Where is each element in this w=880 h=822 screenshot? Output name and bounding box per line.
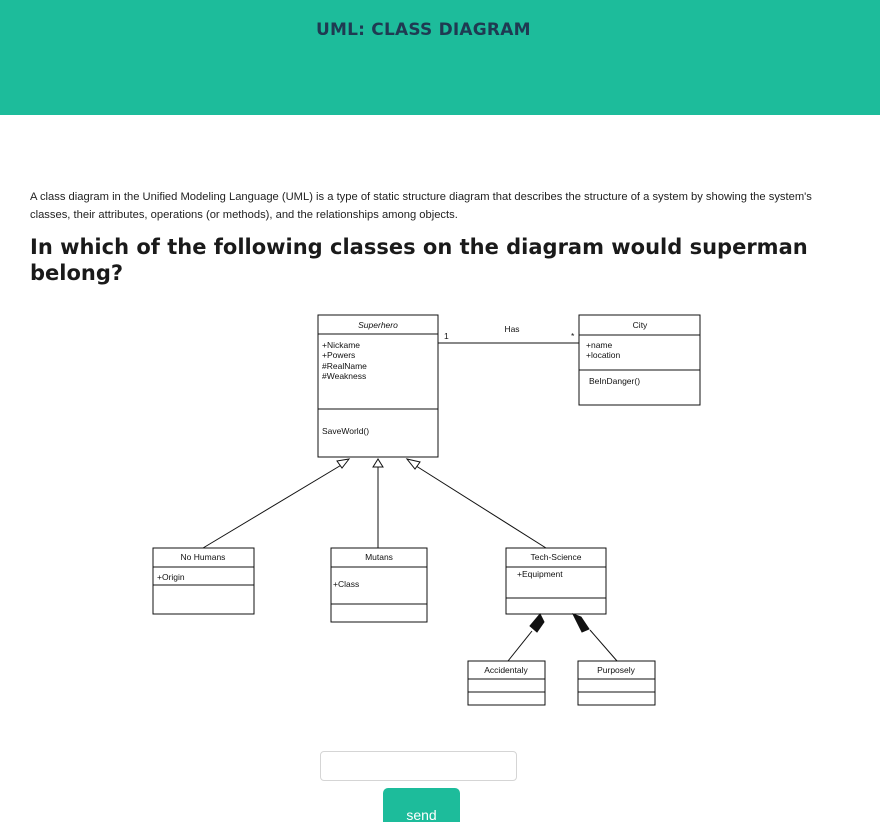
city-method: BeInDanger() <box>589 376 640 386</box>
tech-science-attribute: +Equipment <box>517 569 563 579</box>
association-multiplicity-right: * <box>571 331 575 341</box>
purposely-class-name: Purposely <box>597 665 636 675</box>
city-attribute: +name <box>586 340 612 350</box>
page-title: UML: CLASS DIAGRAM <box>316 20 531 40</box>
city-attribute: +location <box>586 350 621 360</box>
tech-science-class-name: Tech-Science <box>530 552 581 562</box>
inheritance-arrow <box>405 458 421 470</box>
inheritance-arrow <box>372 458 384 468</box>
accidentaly-class-name: Accidentaly <box>484 665 528 675</box>
class-mutans <box>330 547 428 623</box>
superhero-class-name: Superhero <box>358 320 398 330</box>
no-humans-class-name: No Humans <box>181 552 226 562</box>
class-accidentaly <box>467 660 546 706</box>
city-class-name: City <box>633 320 648 330</box>
mutans-attribute: +Class <box>333 579 359 589</box>
superhero-attribute: #RealName <box>322 361 367 371</box>
superhero-attribute: +Nickame <box>322 340 360 350</box>
mutans-class-name: Mutans <box>365 552 393 562</box>
class-superhero <box>317 314 439 458</box>
generalization-line-tech-science <box>412 463 547 549</box>
intro-paragraph: A class diagram in the Unified Modeling … <box>30 191 812 221</box>
no-humans-attribute: +Origin <box>157 572 185 582</box>
generalization-line-no-humans <box>202 463 344 549</box>
composition-diamond <box>529 613 545 633</box>
question-heading: In which of the following classes on the… <box>30 235 808 285</box>
send-button[interactable]: send <box>383 788 460 822</box>
class-purposely <box>577 660 656 706</box>
composition-line-purposely <box>589 629 618 662</box>
association-label: Has <box>504 324 519 334</box>
composition-diamond <box>571 613 590 633</box>
superhero-attribute: #Weakness <box>322 371 366 381</box>
superhero-method: SaveWorld() <box>322 426 369 436</box>
header-banner: UML: CLASS DIAGRAM <box>0 0 880 115</box>
class-diagram: Superhero +Nickame +Powers #RealName #We… <box>152 314 701 706</box>
answer-input[interactable] <box>320 751 517 781</box>
class-city <box>578 314 701 406</box>
inheritance-arrow <box>336 458 351 469</box>
association-multiplicity-left: 1 <box>444 331 449 341</box>
class-tech-science <box>505 547 607 615</box>
superhero-attribute: +Powers <box>322 350 355 360</box>
composition-line-accidentaly <box>507 630 533 662</box>
